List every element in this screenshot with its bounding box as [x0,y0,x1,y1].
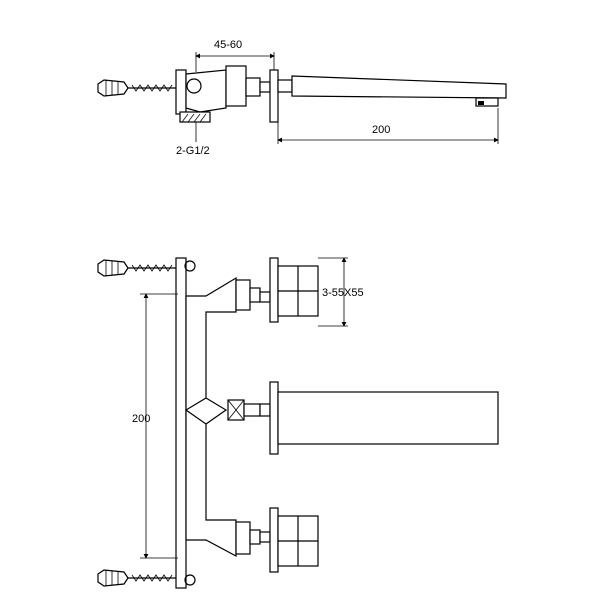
dim-handle-label: 3-55X55 [322,287,364,299]
handle-bottom [259,507,319,573]
mount-bolt-top [184,260,196,272]
handle-top [259,257,319,323]
dim-depth: 45-60 [195,39,275,72]
side-view: 45-60 200 2-G1/2 [97,39,507,157]
valve-body-front [184,276,261,557]
anchor-screw-side [97,79,176,97]
thread-label: 2-G1/2 [176,145,210,157]
dim-centers: 200 [132,293,178,559]
spout-front [259,381,499,455]
dim-spout-label: 200 [372,124,390,136]
anchor-screw-top [97,259,176,277]
mount-bolt-bottom [184,574,196,586]
wall-plate-side [269,69,279,123]
dim-depth-label: 45-60 [214,39,242,51]
dim-spout-length: 200 [277,108,499,144]
anchor-screw-bottom [97,569,176,587]
thread-callout: 2-G1/2 [176,122,210,157]
spout-side [277,75,507,107]
front-view: 3-55X55 200 [97,257,499,589]
dim-centers-label: 200 [132,413,150,425]
dim-handle-size: 3-55X55 [318,257,364,327]
valve-body-side [175,65,271,123]
mounting-bar [175,257,187,589]
